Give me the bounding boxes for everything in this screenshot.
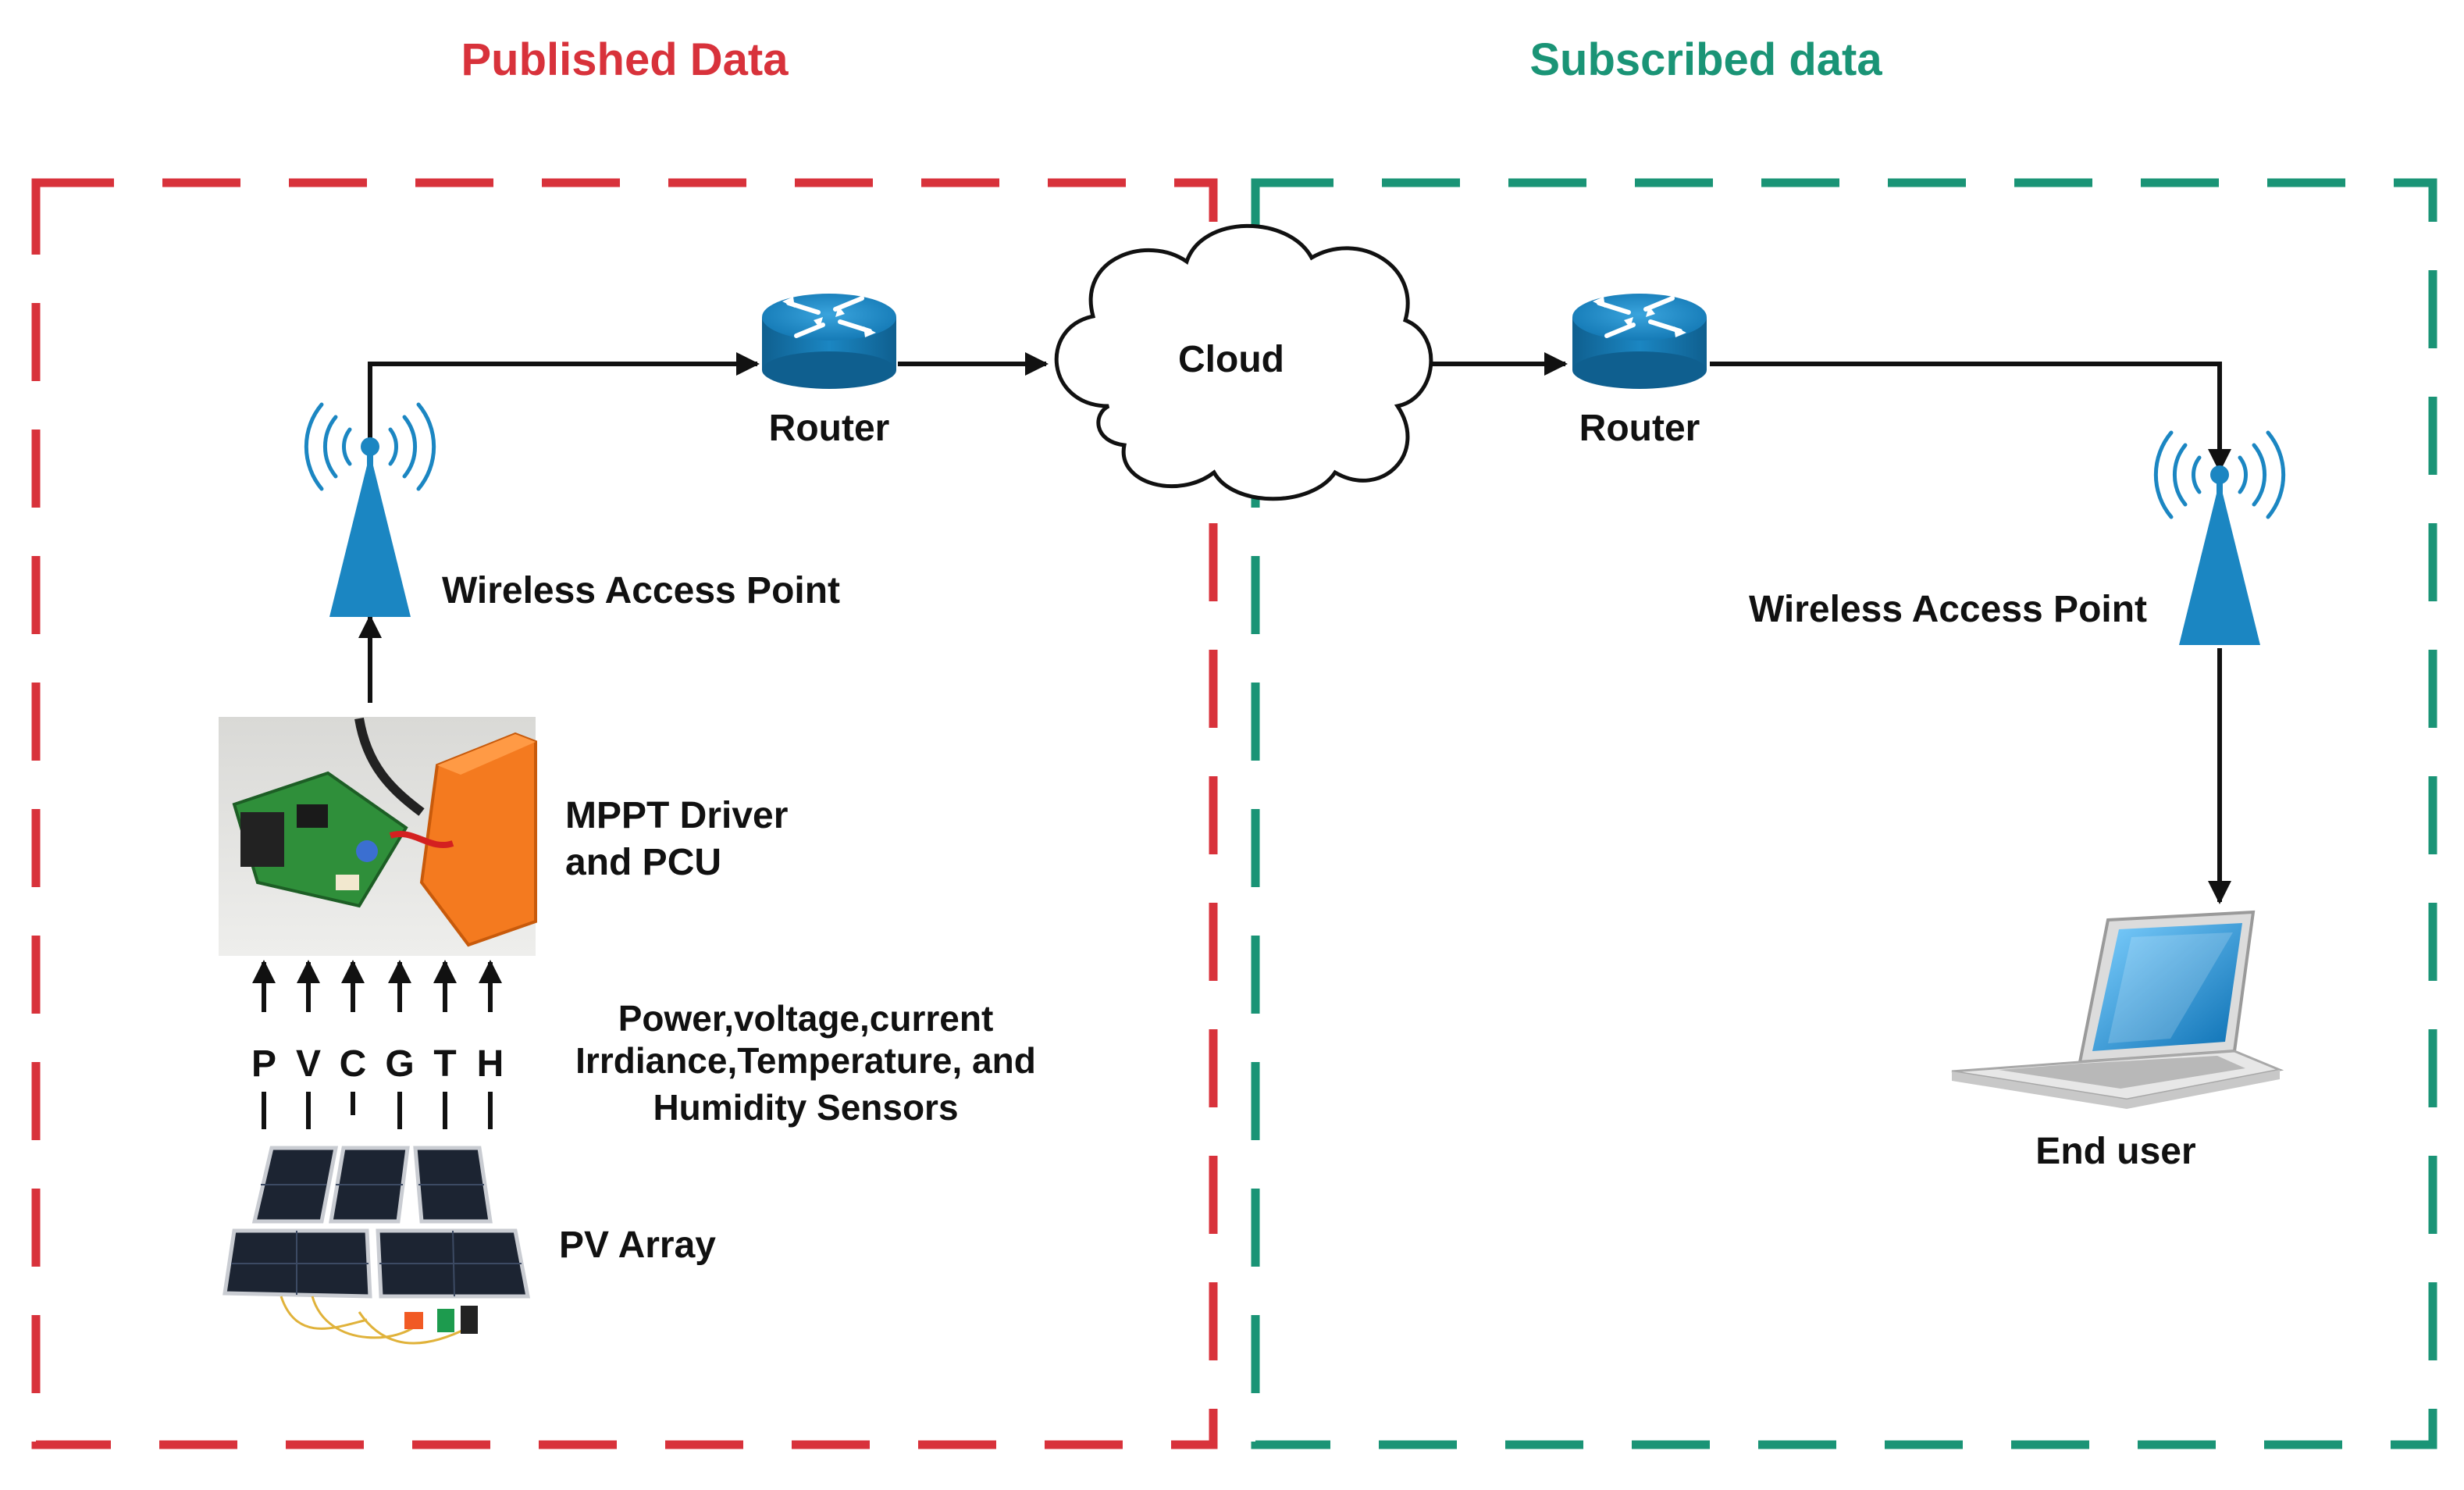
sensor-arrows xyxy=(252,960,502,1012)
sensor-ticks xyxy=(262,1092,493,1129)
sensor-letters: P V C G T H xyxy=(251,1043,504,1085)
end-user-label: End user xyxy=(2035,1131,2195,1172)
wap-left-label: Wireless Access Point xyxy=(442,570,840,611)
router-icon xyxy=(1572,294,1707,389)
wap-right-label: Wireless Access Point xyxy=(1749,589,2147,630)
connectors xyxy=(358,352,2231,904)
sensor-desc-line3: Humidity Sensors xyxy=(653,1087,958,1128)
router-right-label: Router xyxy=(1579,408,1700,449)
laptop-icon xyxy=(1951,910,2284,1109)
mppt-label-line1: MPPT Driver xyxy=(565,795,788,836)
cloud-label: Cloud xyxy=(1178,339,1284,380)
subscribed-data-heading: Subscribed data xyxy=(1529,34,1882,85)
sensor-letter-c: C xyxy=(340,1043,367,1085)
arrow-router-to-wap xyxy=(1710,362,2231,472)
published-data-heading: Published Data xyxy=(461,34,789,85)
sensor-letter-h: H xyxy=(477,1043,504,1085)
sensor-letter-p: P xyxy=(251,1043,276,1085)
subscribed-region-frame xyxy=(1251,178,2437,1449)
sensor-desc-line1: Power,voltage,current xyxy=(618,998,994,1039)
solar-panel-photo xyxy=(223,1146,531,1345)
sensor-letter-g: G xyxy=(385,1043,414,1085)
sensor-letter-v: V xyxy=(296,1043,321,1085)
router-left-label: Router xyxy=(769,408,890,449)
pv-array-label: PV Array xyxy=(559,1224,716,1266)
sensor-letter-t: T xyxy=(433,1043,456,1085)
arrow-wap-to-router xyxy=(368,352,760,453)
mppt-label-line2: and PCU xyxy=(565,842,721,883)
circuit-board-photo xyxy=(219,717,537,956)
cloud-icon xyxy=(1054,223,1433,501)
sensor-desc-line2: Irrdiance,Temperature, and xyxy=(575,1040,1036,1081)
router-icon xyxy=(762,294,896,389)
published-region-frame xyxy=(31,178,1218,1449)
